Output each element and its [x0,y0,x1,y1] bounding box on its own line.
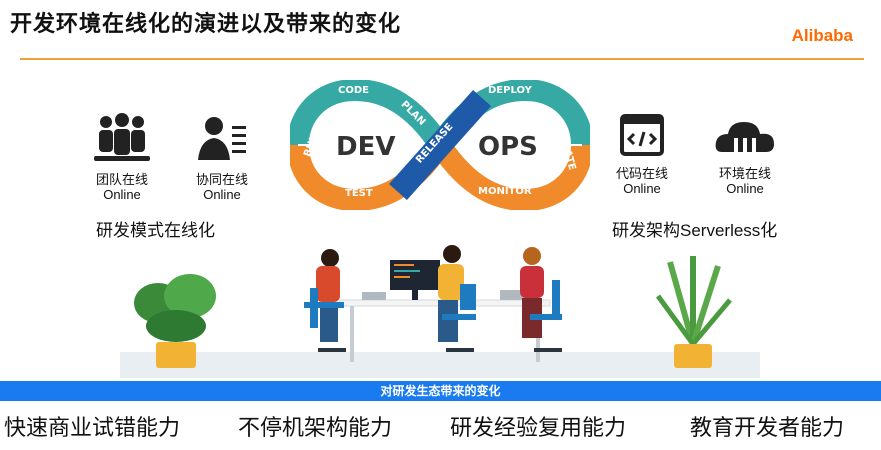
changes-banner: 对研发生态带来的变化 [0,381,881,401]
title-divider [20,58,864,60]
serverless-label: 研发架构Serverless化 [612,221,778,240]
ops-loop-bottom [430,138,593,212]
dev-label: DEV [336,132,396,162]
code-label-cn: 代码在线 [615,166,668,181]
stage-code: CODE [338,85,369,96]
code-online-label: 代码在线 Online [604,166,680,196]
floor [120,352,760,378]
collab-label-en: Online [203,187,241,202]
stage-deploy: DEPLOY [488,85,532,96]
collab-label-cn: 协同在线 [195,172,248,187]
change-item-2: 不停机架构能力 [238,415,393,440]
devops-diagram [287,78,593,212]
office-scene-illustration [290,244,590,372]
team-online-label: 团队在线 Online [84,172,160,202]
team-label-en: Online [103,187,141,202]
stage-monitor: MONITOR [478,186,532,197]
ops-label: OPS [478,132,538,162]
code-window-icon [620,114,664,156]
collaboration-icon [196,114,248,164]
stage-test: TEST [345,188,373,199]
collaboration-online-label: 协同在线 Online [184,172,260,202]
env-label-cn: 环境在线 [718,166,771,181]
team-icon [94,112,150,162]
page-title: 开发环境在线化的演进以及带来的变化 [10,12,402,37]
cloud-icon [714,118,776,156]
code-label-en: Online [623,181,661,196]
change-item-1: 快速商业试错能力 [4,415,181,440]
right-plant-illustration [650,252,736,372]
release-band [389,90,491,200]
dev-mode-online-label: 研发模式在线化 [96,221,215,240]
left-plant-illustration [128,268,228,372]
change-item-3: 研发经验复用能力 [450,415,627,440]
env-label-en: Online [726,181,764,196]
dev-loop-top [287,78,450,152]
team-label-cn: 团队在线 [95,172,148,187]
brand-logo: Alibaba [791,26,853,45]
change-item-4: 教育开发者能力 [690,415,845,440]
env-online-label: 环境在线 Online [706,166,784,196]
